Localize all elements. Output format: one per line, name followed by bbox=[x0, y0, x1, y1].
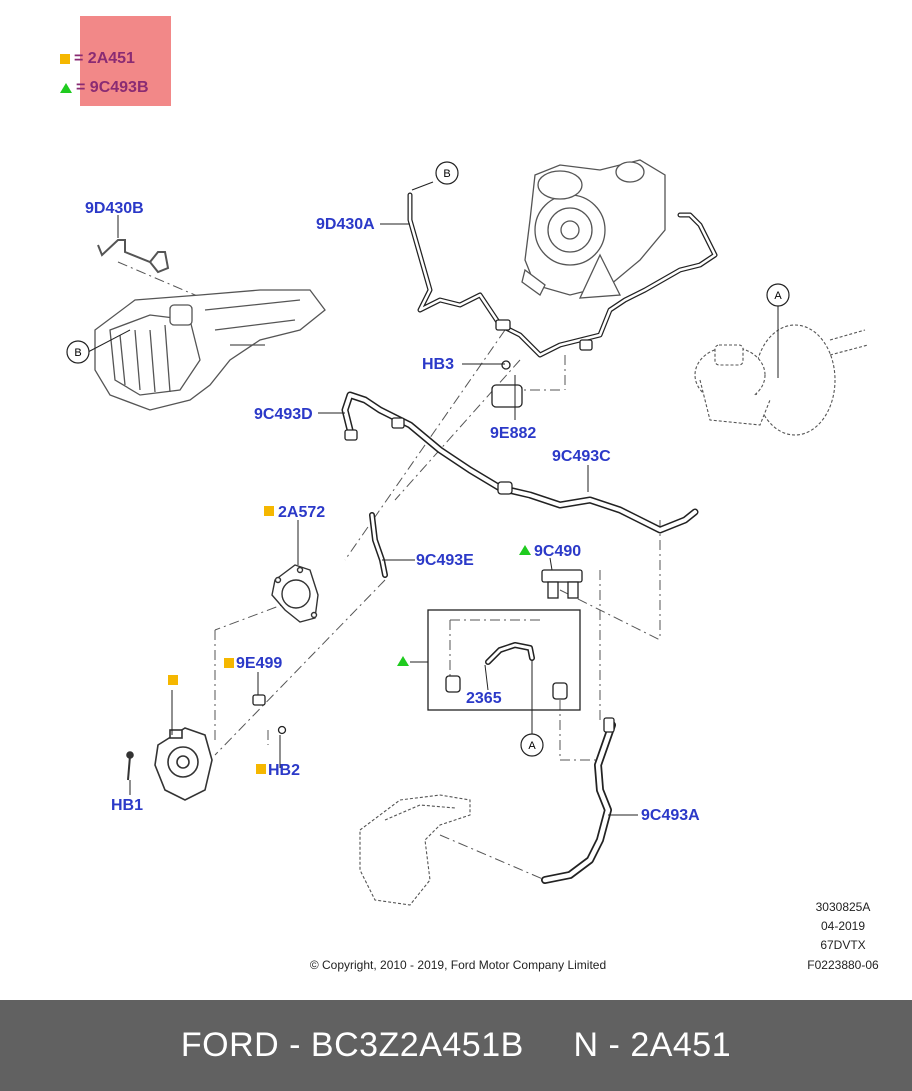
parts-diagram: B B A A 9D430B 9D430A HB3 9E882 9C493D 9… bbox=[66, 159, 879, 972]
gasket-illustration bbox=[271, 564, 319, 623]
yellow-square-marker-icon bbox=[224, 658, 234, 668]
legend-box bbox=[80, 16, 171, 106]
label-9c493a: 9C493A bbox=[641, 807, 700, 824]
kit-box bbox=[427, 609, 581, 711]
green-triangle-marker-icon bbox=[60, 83, 72, 93]
legend-triangle-label: = 9C493B bbox=[76, 79, 149, 96]
footer-reference: N - 2A451 bbox=[573, 1026, 732, 1064]
footer-bar: FORD - BC3Z2A451B N - 2A451 bbox=[0, 1000, 912, 1091]
callout-a-top: A bbox=[766, 283, 790, 307]
label-2365: 2365 bbox=[466, 690, 502, 707]
label-2a572: 2A572 bbox=[278, 504, 325, 521]
label-hb1: HB1 bbox=[111, 797, 143, 814]
footer-spacer bbox=[524, 1026, 574, 1065]
label-9c493d: 9C493D bbox=[254, 406, 313, 423]
callout-a-top-text: A bbox=[774, 290, 782, 302]
label-9c493c: 9C493C bbox=[552, 448, 611, 465]
label-hb3: HB3 bbox=[422, 356, 454, 373]
fittings bbox=[252, 319, 615, 735]
label-9e882: 9E882 bbox=[490, 425, 536, 442]
vacuum-hoses bbox=[341, 192, 718, 884]
meta-date: 04-2019 bbox=[821, 919, 865, 933]
meta-code1: 3030825A bbox=[816, 900, 871, 914]
yellow-square-marker-icon bbox=[264, 506, 274, 516]
yellow-square-marker-icon bbox=[256, 764, 266, 774]
oil-pan-illustration bbox=[359, 794, 471, 906]
callout-b-left-text: B bbox=[74, 347, 81, 359]
callout-b-top: B bbox=[435, 161, 459, 185]
callout-b-top-text: B bbox=[443, 168, 450, 180]
label-9d430a: 9D430A bbox=[316, 216, 375, 233]
label-leaders bbox=[87, 181, 779, 816]
label-9e499: 9E499 bbox=[236, 655, 282, 672]
yellow-square-marker-icon bbox=[168, 675, 178, 685]
vacuum-pump-illustration bbox=[126, 727, 213, 801]
label-9c490: 9C490 bbox=[534, 543, 581, 560]
footer-part-number: FORD - BC3Z2A451B bbox=[180, 1026, 524, 1064]
intake-manifold-illustration bbox=[94, 239, 326, 411]
callout-b-left: B bbox=[66, 340, 90, 364]
green-triangle-marker-icon bbox=[519, 545, 531, 555]
brake-booster-illustration bbox=[694, 324, 869, 436]
meta-code3: F0223880-06 bbox=[807, 958, 879, 972]
label-hb2: HB2 bbox=[268, 762, 300, 779]
copyright-text: © Copyright, 2010 - 2019, Ford Motor Com… bbox=[310, 958, 606, 972]
turbocharger-illustration bbox=[521, 159, 666, 299]
legend-row-square: = 2A451 bbox=[60, 50, 135, 68]
legend-row-triangle: = 9C493B bbox=[60, 79, 149, 97]
meta-code2: 67DVTX bbox=[820, 938, 865, 952]
legend-square-label: = 2A451 bbox=[74, 50, 135, 67]
label-9c493e: 9C493E bbox=[416, 552, 474, 569]
green-triangle-marker-icon bbox=[397, 656, 409, 666]
yellow-square-marker-icon bbox=[60, 54, 70, 64]
callout-a-bottom-text: A bbox=[528, 740, 536, 752]
callout-a-bottom: A bbox=[520, 733, 544, 757]
label-9d430b: 9D430B bbox=[85, 200, 144, 217]
